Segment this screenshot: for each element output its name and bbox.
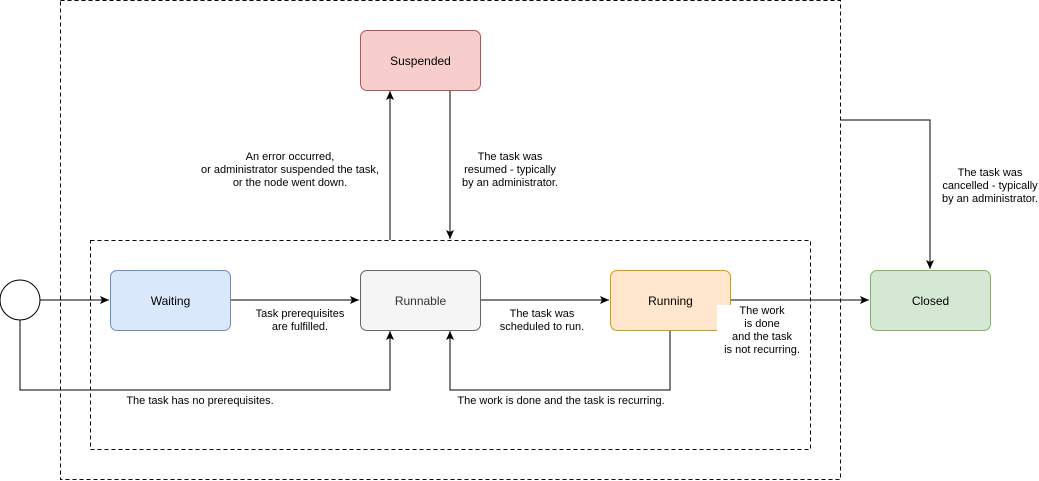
state-waiting-label: Waiting <box>150 293 191 308</box>
state-runnable: Runnable <box>360 270 481 331</box>
state-suspended: Suspended <box>360 30 481 91</box>
state-waiting: Waiting <box>110 270 231 331</box>
start-node <box>0 279 41 321</box>
edge-start-to-runnable <box>19 320 394 391</box>
label-done-not-recurring: The work is done and the task is not rec… <box>717 305 807 357</box>
edge-outer-to-closed <box>840 119 934 269</box>
label-recurring: The work is done and the task is recurri… <box>450 395 672 408</box>
edge-running-to-runnable <box>446 330 671 391</box>
state-suspended-label: Suspended <box>390 53 451 68</box>
label-resume: The task was resumed - typically by an a… <box>455 151 565 190</box>
inner-group-boundary <box>90 240 811 450</box>
state-closed: Closed <box>870 270 991 331</box>
label-no-prereq: The task has no prerequisites. <box>112 395 288 408</box>
label-suspend: An error occurred, or administrator susp… <box>195 151 385 190</box>
state-running: Running <box>610 270 731 331</box>
state-closed-label: Closed <box>911 293 950 308</box>
label-cancel: The task was cancelled - typically by an… <box>934 167 1039 206</box>
state-running-label: Running <box>648 293 693 308</box>
outer-group-boundary <box>60 0 841 480</box>
state-runnable-label: Runnable <box>394 293 447 308</box>
label-scheduled: The task was scheduled to run. <box>490 308 594 334</box>
label-prereq-fulfilled: Task prerequisites are fulfilled. <box>245 308 355 334</box>
